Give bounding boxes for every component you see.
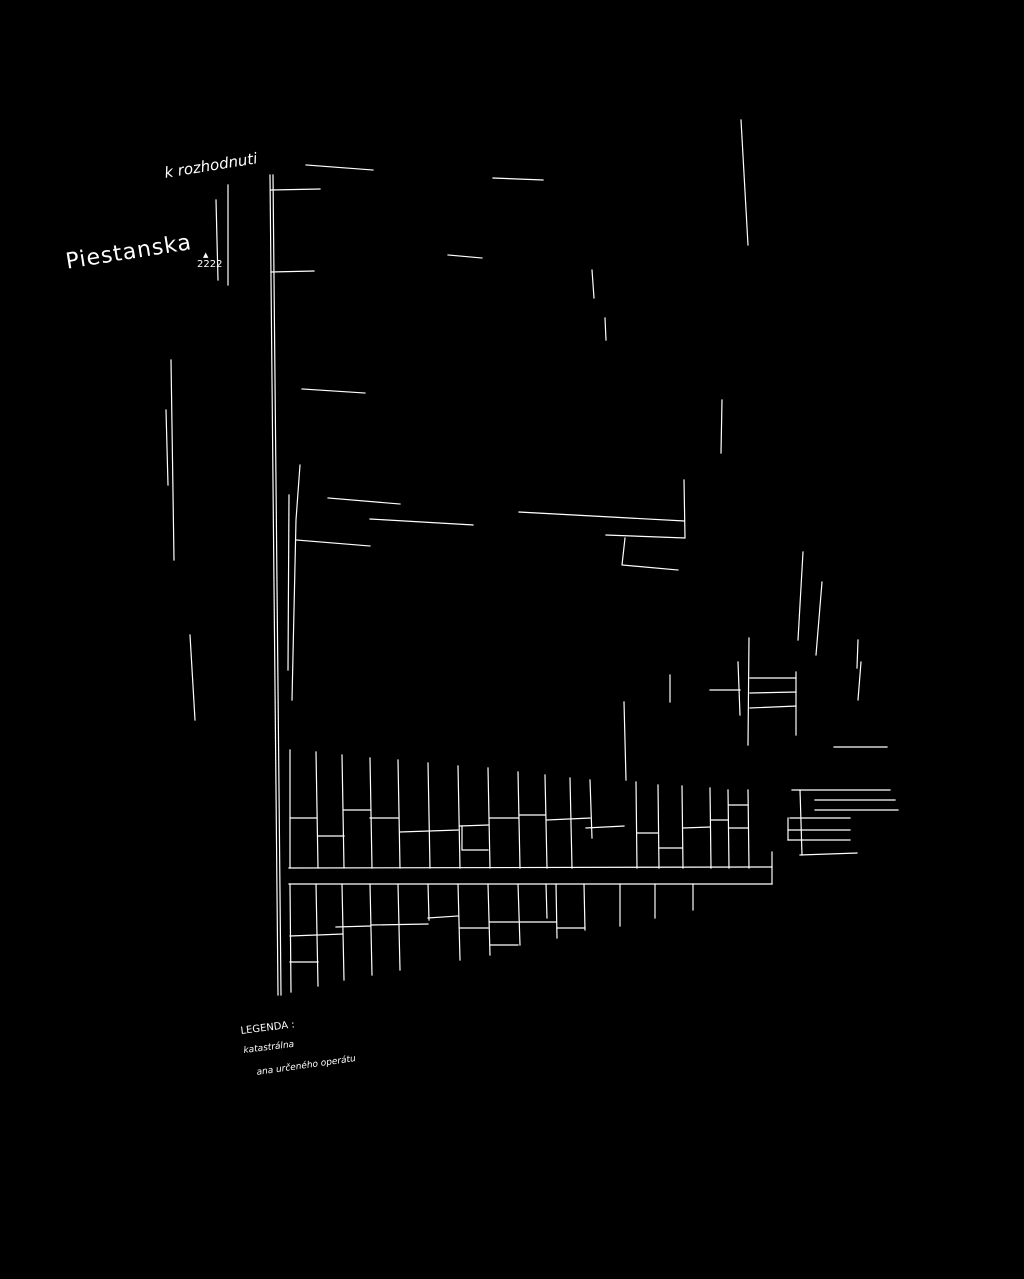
parcel-line: [727, 789, 730, 869]
parcel-line: [517, 771, 521, 869]
parcel-line: [457, 765, 461, 869]
parcel-line: [371, 923, 429, 926]
parcel-line: [427, 915, 459, 919]
parcel-line: [589, 779, 593, 839]
parcel-line: [457, 883, 461, 961]
parcel-line: [341, 883, 345, 981]
building-outline: [270, 270, 315, 273]
parcel-line: [799, 789, 803, 856]
parcel-line: [369, 883, 373, 976]
building-outline: [215, 199, 219, 281]
parcel-line: [289, 883, 292, 993]
parcel-line: [317, 933, 343, 936]
parcel-line: [461, 825, 489, 851]
parcel-line: [492, 177, 544, 181]
parcel-line: [517, 883, 521, 946]
parcel-line: [569, 777, 573, 869]
parcel-line: [315, 751, 319, 869]
parcel-line: [585, 825, 625, 829]
building-outline: [747, 637, 750, 746]
boundary-line: [269, 174, 279, 996]
parcel-line: [341, 754, 345, 869]
parcel-line: [291, 464, 301, 701]
parcel-line: [427, 762, 431, 869]
parcel-line: [369, 757, 373, 869]
building-outline: [749, 691, 797, 694]
parcel-line: [165, 409, 169, 486]
parcel-line: [335, 925, 371, 928]
parcel-line: [327, 497, 401, 505]
building-outline: [737, 661, 741, 716]
road-outline: [288, 866, 773, 869]
survey-point-icon: ▲: [203, 251, 209, 259]
boundary-line: [272, 174, 282, 996]
parcel-line: [369, 518, 474, 526]
parcel-line: [621, 537, 679, 571]
parcel-line: [797, 551, 804, 641]
parcel-line: [681, 785, 684, 869]
parcel-number: 2222: [197, 259, 223, 270]
parcel-line: [682, 826, 711, 829]
parcel-line: [305, 164, 374, 171]
parcel-line: [555, 883, 558, 939]
building-outline: [749, 705, 797, 709]
parcel-line: [604, 317, 607, 341]
parcel-line: [857, 661, 862, 701]
parcel-line: [189, 634, 196, 721]
parcel-line: [315, 883, 319, 987]
building-outline: [270, 188, 321, 191]
parcel-line: [447, 254, 483, 259]
parcel-line: [287, 494, 290, 671]
parcel-line: [170, 359, 175, 561]
parcel-line: [856, 639, 859, 669]
map-linework: [165, 119, 899, 996]
parcel-line: [399, 829, 459, 833]
parcel-line: [301, 388, 366, 394]
parcel-line: [545, 883, 548, 919]
parcel-line: [747, 789, 750, 869]
parcel-line: [583, 883, 586, 931]
parcel-line: [720, 399, 723, 454]
parcel-line: [487, 883, 491, 956]
parcel-line: [799, 852, 858, 856]
parcel-line: [397, 883, 401, 971]
parcel-line: [397, 759, 401, 869]
parcel-line: [623, 701, 627, 781]
parcel-line: [459, 824, 489, 827]
parcel-line: [295, 539, 371, 547]
parcel-line: [591, 269, 595, 299]
parcel-line: [815, 581, 823, 656]
parcel-line: [740, 119, 749, 246]
parcel-line: [657, 784, 660, 869]
parcel-line: [544, 774, 548, 869]
parcel-line: [635, 781, 638, 869]
parcel-line: [427, 883, 430, 921]
parcel-line: [546, 817, 591, 821]
parcel-line: [709, 787, 712, 869]
parcel-line: [487, 767, 491, 869]
parcel-line: [289, 934, 317, 937]
parcel-line: [518, 511, 685, 522]
parcel-line: [605, 479, 686, 539]
